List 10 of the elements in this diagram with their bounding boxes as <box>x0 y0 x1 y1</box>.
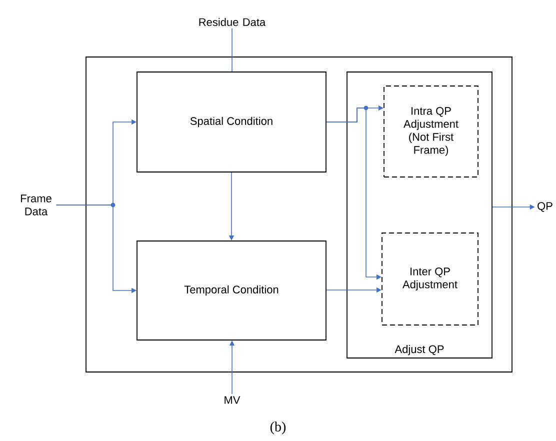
process-box: Spatial Condition <box>136 72 326 172</box>
dashed-box: Inter QP Adjustment <box>382 232 478 326</box>
outer-frame <box>86 56 512 372</box>
process-box: Temporal Condition <box>136 240 326 340</box>
dashed-box: Intra QP Adjustment (Not First Frame) <box>384 86 478 178</box>
caption: (b) <box>270 422 286 434</box>
signal-label: QP <box>538 202 552 212</box>
signal-label: Residue Data <box>199 18 266 26</box>
signal-label: MV <box>224 396 240 404</box>
signal-label: Frame Data <box>21 194 52 216</box>
